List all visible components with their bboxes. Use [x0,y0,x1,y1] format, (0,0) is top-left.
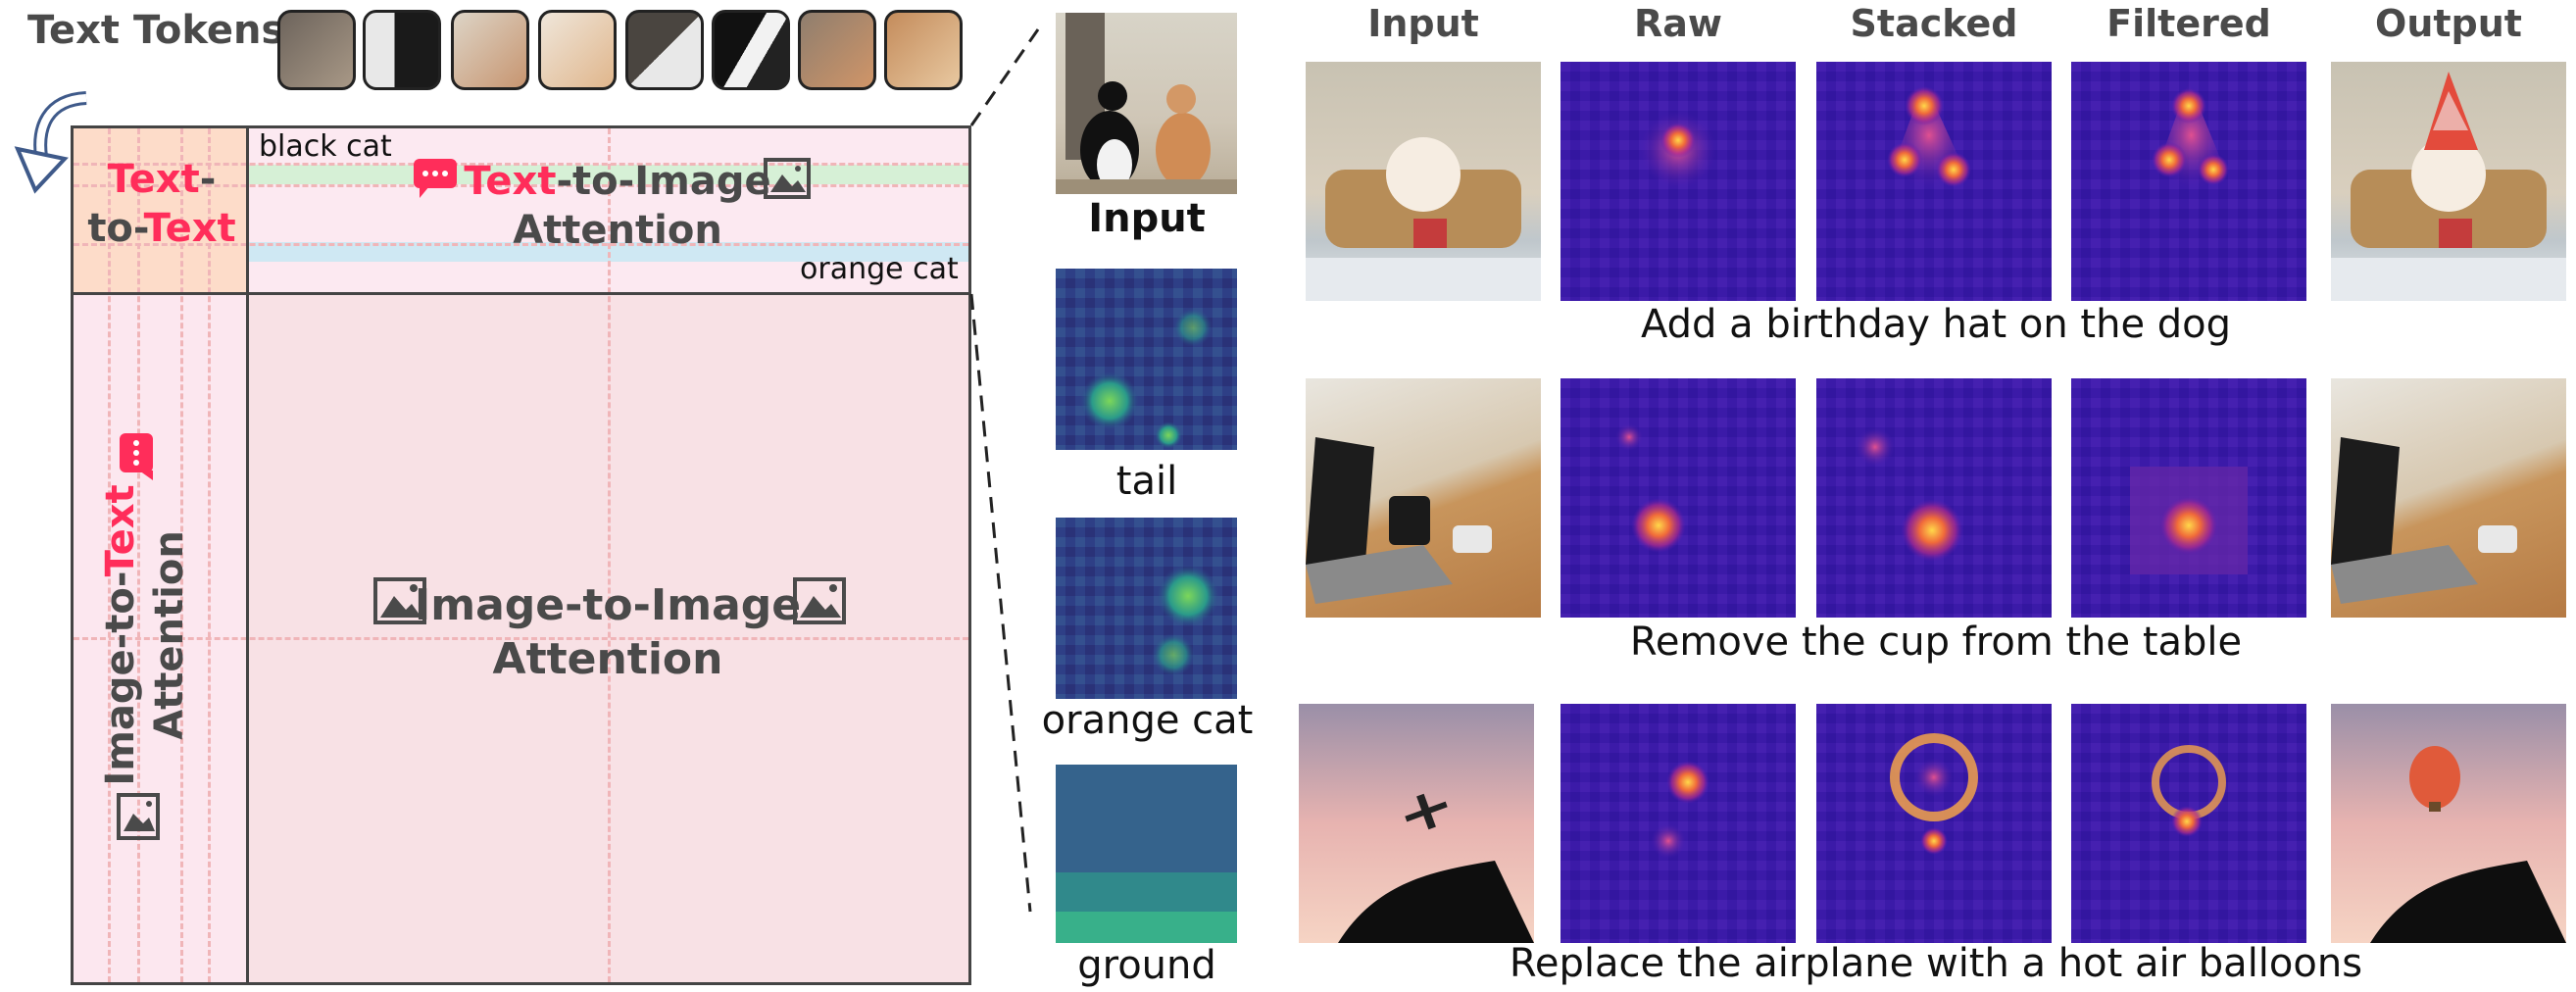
row1-stacked [1816,62,2052,301]
tt-dash: - [199,157,217,202]
image-icon [373,577,426,624]
token-image [798,10,876,90]
it-text: Text [98,484,143,577]
token-image [538,10,617,90]
text-tokens-label: Text Tokens [27,8,285,53]
row1-caption: Add a birthday hat on the dog [1640,302,2232,347]
row2-stacked [1816,378,2052,618]
middle-input-label: Input [1088,196,1206,241]
connector-lines [969,28,1040,913]
image-icon [764,158,811,199]
token-image [884,10,963,90]
ground-attention-map [1056,765,1237,943]
col-head-raw: Raw [1633,2,1722,45]
token-image [277,10,356,90]
dashed-line [74,637,968,640]
dashed-line [74,243,968,246]
ti-attention: Attention [513,208,722,253]
dashed-line [180,128,183,982]
row3-raw [1560,704,1796,943]
tt-to: to- [87,206,144,251]
row2-output [2331,378,2566,618]
orange-cat-label-mid: orange cat [1041,698,1254,743]
col-head-input: Input [1367,2,1479,45]
row2-filtered [2071,378,2306,618]
row3-filtered [2071,704,2306,943]
row3-caption: Replace the airplane with a hot air ball… [1509,941,2363,986]
image-to-image-label: Image-to-Image Attention [377,578,838,686]
ti-text: Text [464,159,557,204]
text-to-text-label: Text- to-Text [78,155,245,253]
row3-output [2331,704,2566,943]
row3-input [1299,704,1534,943]
image-icon [793,577,846,624]
middle-input-photo [1056,13,1237,194]
dashed-line [608,128,611,982]
token-image [363,10,441,90]
divider [74,292,968,295]
tt-text-2: Text [143,206,236,251]
chat-bubble-icon [414,159,457,198]
token-image [625,10,704,90]
curved-arrow-icon [14,91,87,194]
token-image [712,10,790,90]
chat-bubble-icon [120,433,153,480]
orange-cat-label: orange cat [800,252,959,286]
col-head-filtered: Filtered [2106,2,2271,45]
row1-input [1306,62,1541,301]
ground-label: ground [1077,943,1216,988]
divider [246,128,249,982]
row2-raw [1560,378,1796,618]
image-icon [117,793,160,840]
orange-cat-attention-map [1056,518,1237,699]
it-attention: Attention [147,530,192,740]
dashed-line [208,128,211,982]
row1-filtered [2071,62,2306,301]
text-to-image-label: Text-to-Image Attention [412,157,823,255]
row1-raw [1560,62,1796,301]
token-image [451,10,529,90]
ti-rest: -to-Image [556,159,771,204]
row2-caption: Remove the cup from the table [1629,620,2243,665]
dashed-line [74,184,968,187]
col-head-stacked: Stacked [1850,2,2018,45]
text-to-text-quadrant [74,128,248,294]
dashed-line [137,128,140,982]
row2-input [1306,378,1541,618]
ii-line1: Image-to-Image [414,580,802,630]
it-prefix: Image-to- [98,576,143,786]
col-head-output: Output [2375,2,2522,45]
tt-text-1: Text [107,157,200,202]
dashed-line [108,128,111,982]
dashed-line [74,163,968,166]
tail-label: tail [1115,459,1178,504]
tail-attention-map [1056,269,1237,450]
ii-line2: Attention [492,634,723,684]
black-cat-label: black cat [259,129,392,164]
row1-output [2331,62,2566,301]
row3-stacked [1816,704,2052,943]
